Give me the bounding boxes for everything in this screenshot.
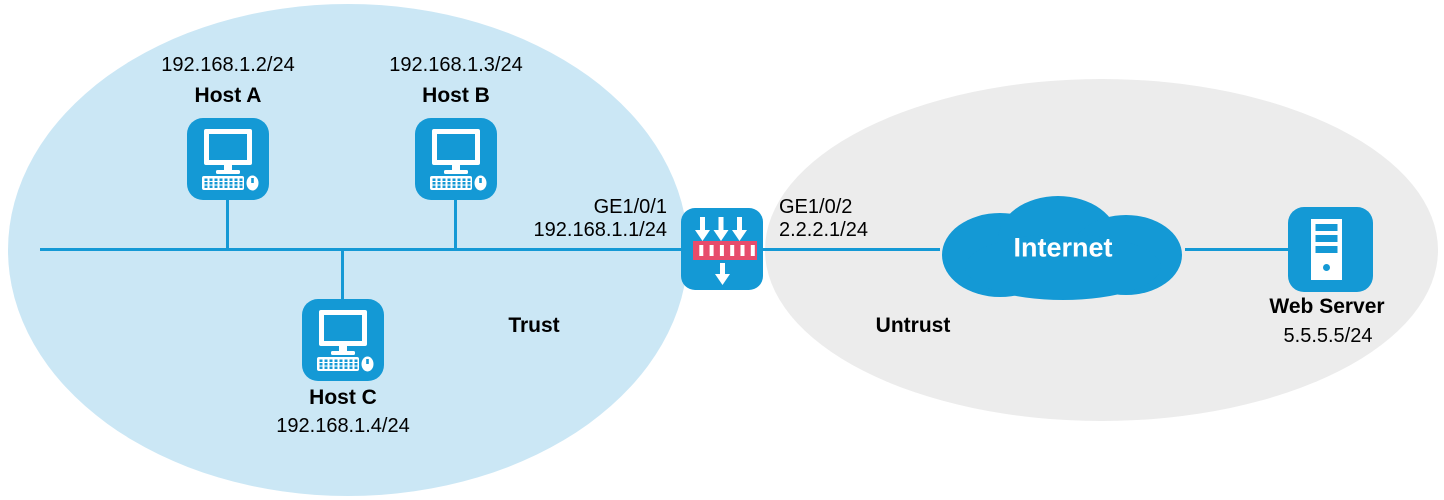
web-server-device <box>1288 207 1373 292</box>
lan-bus-line <box>40 248 681 251</box>
host-b-ip-label: 192.168.1.3/24 <box>389 54 523 76</box>
computer-icon <box>302 299 384 381</box>
interface-name: GE1/0/1 <box>593 196 667 218</box>
host-a-link-line <box>226 200 229 250</box>
host-b-name-label: Host B <box>422 84 490 107</box>
web-server-name-label: Web Server <box>1269 295 1385 318</box>
host-b-link-line <box>454 200 457 250</box>
untrust-zone-label: Untrust <box>875 314 951 337</box>
host-a-device <box>187 118 269 200</box>
internet-label: Internet <box>1013 232 1113 263</box>
host-c-device <box>302 299 384 381</box>
host-b-device <box>415 118 497 200</box>
internet-node <box>938 195 1188 302</box>
internet-server-link-line <box>1185 248 1292 251</box>
firewall-icon <box>681 208 763 290</box>
host-c-link-line <box>341 250 344 299</box>
firewall-internet-link-line <box>763 248 940 251</box>
host-a-name-label: Host A <box>194 84 262 107</box>
computer-icon <box>415 118 497 200</box>
host-a-ip-label: 192.168.1.2/24 <box>161 54 295 76</box>
interface-ip: 192.168.1.1/24 <box>533 219 667 241</box>
host-c-name-label: Host C <box>309 386 377 409</box>
trust-zone-label: Trust <box>508 314 560 337</box>
interface-name: GE1/0/2 <box>779 196 853 218</box>
firewall-device <box>681 208 763 290</box>
cloud-icon <box>942 196 1182 300</box>
firewall-trust-interface-label: GE1/0/1 192.168.1.1/24 <box>534 196 667 242</box>
web-server-ip-label: 5.5.5.5/24 <box>1283 325 1373 347</box>
firewall-untrust-interface-label: GE1/0/2 2.2.2.1/24 <box>779 196 868 242</box>
server-icon <box>1288 207 1373 292</box>
computer-icon <box>187 118 269 200</box>
host-c-ip-label: 192.168.1.4/24 <box>276 415 410 437</box>
interface-ip: 2.2.2.1/24 <box>779 219 868 241</box>
